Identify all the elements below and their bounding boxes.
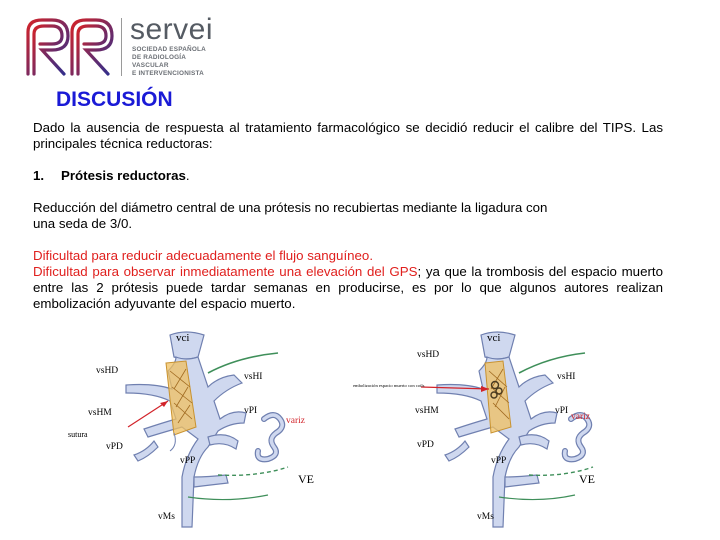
label-variz: variz [286, 416, 305, 426]
figure-right-tips-coils: vci vsHD vsHI vsHM vPI variz vPD vPP VE … [349, 327, 609, 540]
list-suffix: . [185, 168, 190, 183]
portal-anatomy-drawing-left: vci vsHD vsHI vsHM vPI variz vPD vPP VE … [68, 331, 314, 528]
logo-sub-line: DE RADIOLOGÍA [132, 54, 187, 61]
difficulty-1: Dificultad para reducir adecuadamente el… [33, 248, 374, 263]
logo-sub-line: VASCULAR [132, 62, 169, 69]
list-item: 1. Prótesis reductoras. [33, 168, 663, 184]
discussion-body: Dado la ausencia de respuesta al tratami… [33, 120, 663, 312]
label-vpi: vPI [555, 406, 568, 416]
logo-sub-line: SOCIEDAD ESPAÑOLA [132, 46, 206, 53]
label-vshi: vsHI [244, 372, 262, 382]
label-vms: vMs [158, 512, 175, 522]
logo-divider [121, 18, 122, 76]
label-vshm: vsHM [88, 408, 112, 418]
reduction-line-2: una seda de 3/0. [33, 216, 133, 231]
portal-anatomy-drawing-right: vci vsHD vsHI vsHM vPI variz vPD vPP VE … [353, 331, 595, 528]
difficulty-2: Dificultad para observar inmediatamente … [33, 264, 663, 312]
page-title: DISCUSIÓN [56, 88, 173, 111]
difficulty-2-highlight: Dificultad para observar inmediatamente … [33, 264, 418, 279]
reduction-line-1: Reducción del diámetro central de una pr… [33, 200, 548, 215]
logo-sub-line: E INTERVENCIONISTA [132, 70, 204, 77]
label-vshd: vsHD [96, 366, 118, 376]
servei-logo: servei SOCIEDAD ESPAÑOLA DE RADIOLOGÍA V… [22, 13, 214, 78]
difficulty-2-rest: ; ya que la trombosis del espacio muerto… [33, 264, 663, 311]
label-vci: vci [487, 332, 500, 344]
annotation-text: sutura [68, 430, 88, 439]
label-vshm: vsHM [415, 406, 439, 416]
list-label: Prótesis reductoras [61, 168, 186, 183]
label-vpd: vPD [106, 442, 123, 452]
label-vpp: vPP [180, 456, 195, 466]
label-ve: VE [579, 472, 595, 486]
label-vpi: vPI [244, 406, 257, 416]
label-vshi: vsHI [557, 372, 575, 382]
label-vshd: vsHD [417, 350, 439, 360]
label-vpp: vPP [491, 456, 506, 466]
intro-paragraph: Dado la ausencia de respuesta al tratami… [33, 120, 663, 151]
label-vms: vMs [477, 512, 494, 522]
label-ve: VE [298, 472, 314, 486]
figure-left-tips-suture: vci vsHD vsHI vsHM vPI variz vPD vPP VE … [58, 327, 318, 540]
annotation-text: embolización espacio muerto con coils [353, 383, 425, 388]
list-number: 1. [33, 168, 45, 183]
label-vci: vci [176, 332, 189, 344]
label-vpd: vPD [417, 440, 434, 450]
label-variz: variz [571, 412, 590, 422]
rr-logo-mark [26, 18, 114, 76]
logo-wordmark: servei [130, 13, 214, 46]
logo-subtitle: SOCIEDAD ESPAÑOLA DE RADIOLOGÍA VASCULAR… [132, 46, 232, 78]
